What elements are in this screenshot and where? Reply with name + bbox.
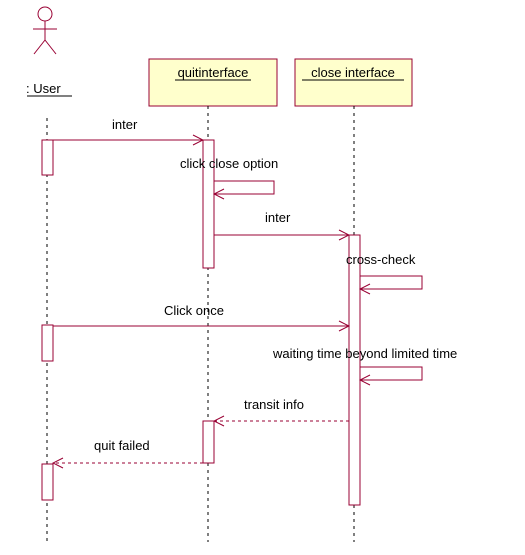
actor-user: : User [26, 6, 72, 97]
message-label: cross-check [346, 252, 416, 267]
lifeline-head-close-interface: close interface [294, 58, 413, 107]
activation-bar [202, 420, 215, 464]
message-label: transit info [244, 397, 304, 412]
activation-bar [348, 234, 361, 506]
message-arrow [360, 275, 423, 289]
message-click-close-option: click close option [180, 156, 278, 194]
message-inter-2: inter [214, 210, 349, 235]
lifeline-label-quitinterface: quitinterface [178, 65, 249, 80]
activation-bar [41, 463, 54, 501]
message-arrow [214, 180, 275, 194]
message-label: inter [112, 117, 138, 132]
message-label: click close option [180, 156, 278, 171]
message-cross-check: cross-check [346, 252, 423, 289]
message-click-once: Click once [53, 303, 349, 326]
message-inter-1: inter [53, 117, 203, 140]
message-waiting-time: waiting time beyond limited time [272, 346, 457, 380]
message-quit-failed: quit failed [53, 438, 203, 463]
message-transit-info: transit info [214, 397, 349, 421]
activation-bar [41, 324, 54, 362]
lifeline-label-close-interface: close interface [311, 65, 395, 80]
message-label: quit failed [94, 438, 150, 453]
lifeline-head-quitinterface: quitinterface [148, 58, 278, 107]
actor-label: : User [26, 81, 61, 96]
message-label: inter [265, 210, 291, 225]
activation-bar [41, 139, 54, 176]
stick-figure-icon [33, 6, 57, 55]
message-label: Click once [164, 303, 224, 318]
message-label: waiting time beyond limited time [272, 346, 457, 361]
activation-bar [202, 139, 215, 269]
message-arrow [360, 366, 423, 380]
